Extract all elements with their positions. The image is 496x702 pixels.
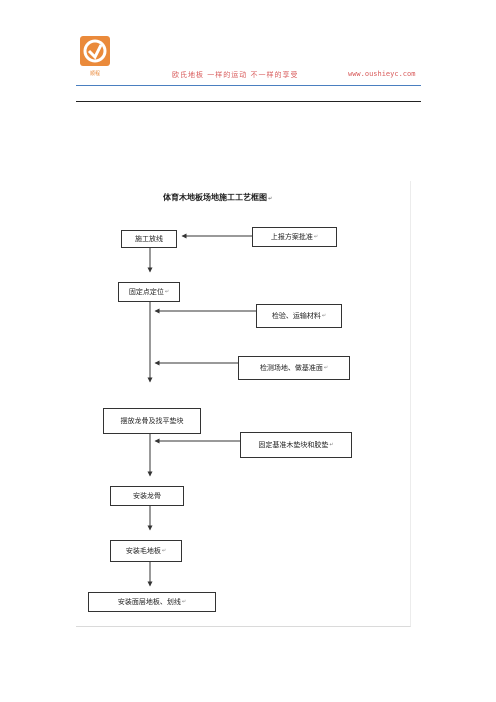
input-plan-approval: 上报方案批准↵ (252, 227, 337, 247)
step-install-surface: 安装面层地板、划线↵ (88, 592, 216, 612)
input-fix-pads: 固定基准木垫块和胶垫↵ (240, 432, 352, 458)
step-install-subfloor: 安装毛地板↵ (110, 540, 182, 562)
input-site-datum: 检测场地、做基准面↵ (238, 356, 350, 380)
svg-text:顺程: 顺程 (90, 70, 100, 77)
step-layout-lines: 施工放线 (121, 230, 177, 248)
step-fix-points: 固定点定位↵ (118, 282, 180, 302)
company-logo: 顺程 (80, 36, 110, 77)
header-url[interactable]: www.oushieyc.com (348, 70, 416, 78)
flowchart-frame (76, 181, 411, 627)
header-divider (76, 101, 421, 102)
flowchart-title: 体育木地板场地施工工艺框图↵ (163, 193, 273, 202)
header-rule (76, 85, 421, 86)
step-install-joists: 安装龙骨 (110, 486, 184, 506)
header-tagline: 欧氏地板 一样的运动 不一样的享受 (172, 71, 299, 79)
step-place-joists: 摆放龙骨及找平垫块 (103, 408, 201, 434)
input-inspect-materials: 检验、运输材料↵ (256, 304, 342, 328)
